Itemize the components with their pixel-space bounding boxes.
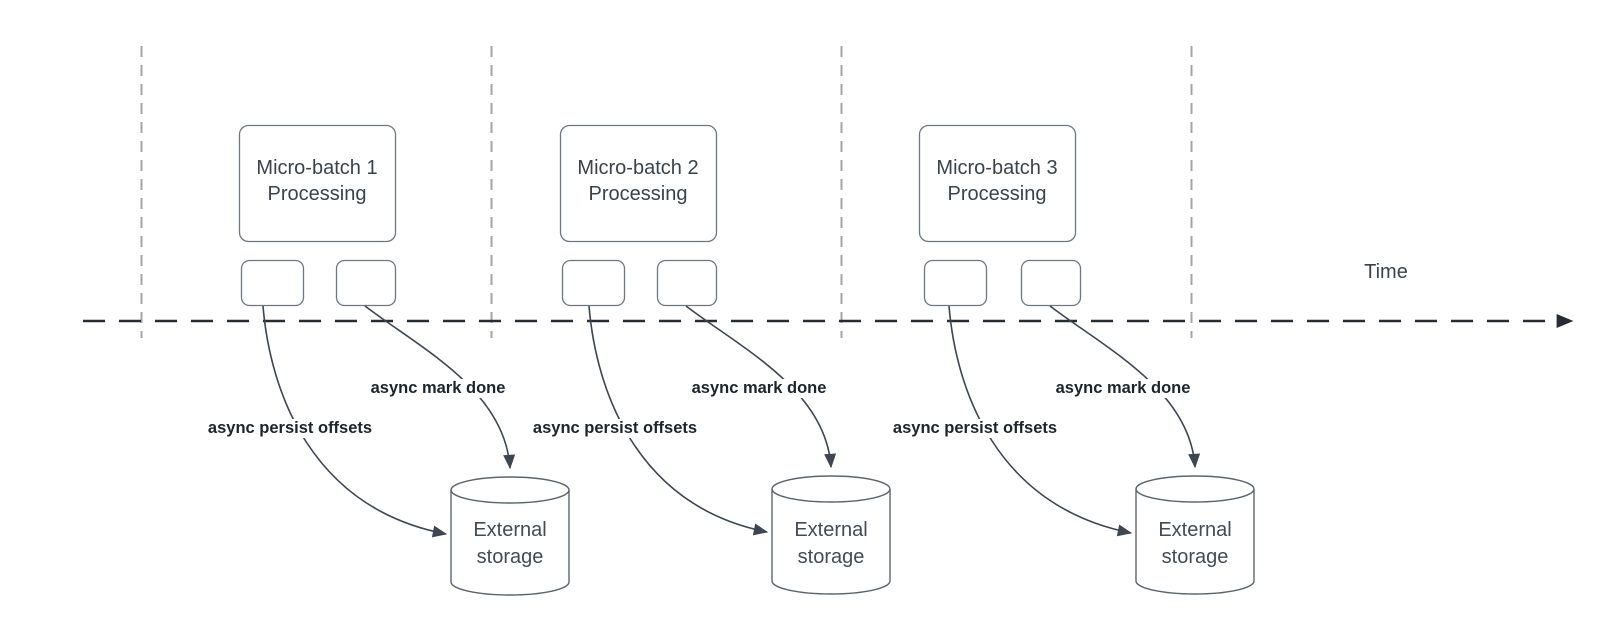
microbatch-1-process-label: Micro-batch 1 Processing <box>239 155 395 207</box>
microbatch-3-process-box <box>918 124 1077 243</box>
process-label-line: Processing <box>947 183 1047 205</box>
microbatch-1-done-task-box <box>335 259 397 307</box>
storage-label-line: storage <box>476 546 544 568</box>
persist-offsets-label-1: async persist offsets <box>180 419 400 438</box>
microbatch-3-process-label: Micro-batch 3 Processing <box>919 155 1075 207</box>
process-label-line: Processing <box>267 183 367 205</box>
process-label-line: Micro-batch 2 <box>577 157 699 179</box>
mark-done-arrow-2 <box>685 305 837 469</box>
external-storage-cylinder-3-rim <box>1135 488 1255 503</box>
persist-offsets-arrow-2 <box>588 305 769 536</box>
persist-offsets-arrow-3 <box>948 305 1133 537</box>
time-axis-label: Time <box>1364 261 1408 283</box>
persist-offsets-label-text: async persist offsets <box>889 419 1061 438</box>
external-storage-label-1: External storage <box>451 517 569 571</box>
external-storage-label-3: External storage <box>1136 517 1254 571</box>
microbatch-2-done-task-box <box>656 259 718 307</box>
process-label-line: Micro-batch 1 <box>256 157 378 179</box>
microbatch-1-offset-task-box <box>240 259 305 307</box>
external-storage-label-2: External storage <box>772 517 890 571</box>
persist-offsets-label-text: async persist offsets <box>204 419 376 438</box>
external-storage-cylinder-1-rim <box>450 489 570 504</box>
mark-done-label-text: async mark done <box>367 379 509 398</box>
microbatch-1-process-box <box>238 124 397 243</box>
persist-offsets-label-text: async persist offsets <box>529 419 701 438</box>
microbatch-3-done-task-box <box>1020 259 1082 307</box>
persist-offsets-label-3: async persist offsets <box>865 419 1085 438</box>
mark-done-arrow-1 <box>364 305 516 470</box>
storage-label-line: storage <box>1161 546 1229 568</box>
mark-done-label-text: async mark done <box>688 379 830 398</box>
microbatch-3-offset-task-box <box>923 259 988 307</box>
external-storage-cylinder-3 <box>1135 475 1255 595</box>
mark-done-label-text: async mark done <box>1052 379 1194 398</box>
storage-label-line: External <box>794 519 868 541</box>
process-label-line: Processing <box>588 183 688 205</box>
microbatch-2-offset-task-box <box>561 259 626 307</box>
persist-offsets-label-2: async persist offsets <box>505 419 725 438</box>
external-storage-cylinder-2 <box>771 475 891 595</box>
storage-label-line: External <box>473 519 547 541</box>
persist-offsets-arrow-1 <box>262 305 448 538</box>
mark-done-label-3: async mark done <box>1013 379 1233 398</box>
mark-done-label-1: async mark done <box>328 379 548 398</box>
microbatch-2-process-label: Micro-batch 2 Processing <box>560 155 716 207</box>
external-storage-cylinder-2-rim <box>771 488 891 503</box>
storage-label-line: storage <box>797 546 865 568</box>
external-storage-cylinder-1 <box>450 476 570 596</box>
process-label-line: Micro-batch 3 <box>936 157 1058 179</box>
storage-label-line: External <box>1158 519 1232 541</box>
microbatch-2-process-box <box>559 124 718 243</box>
mark-done-label-2: async mark done <box>649 379 869 398</box>
mark-done-arrow-3 <box>1049 305 1201 469</box>
